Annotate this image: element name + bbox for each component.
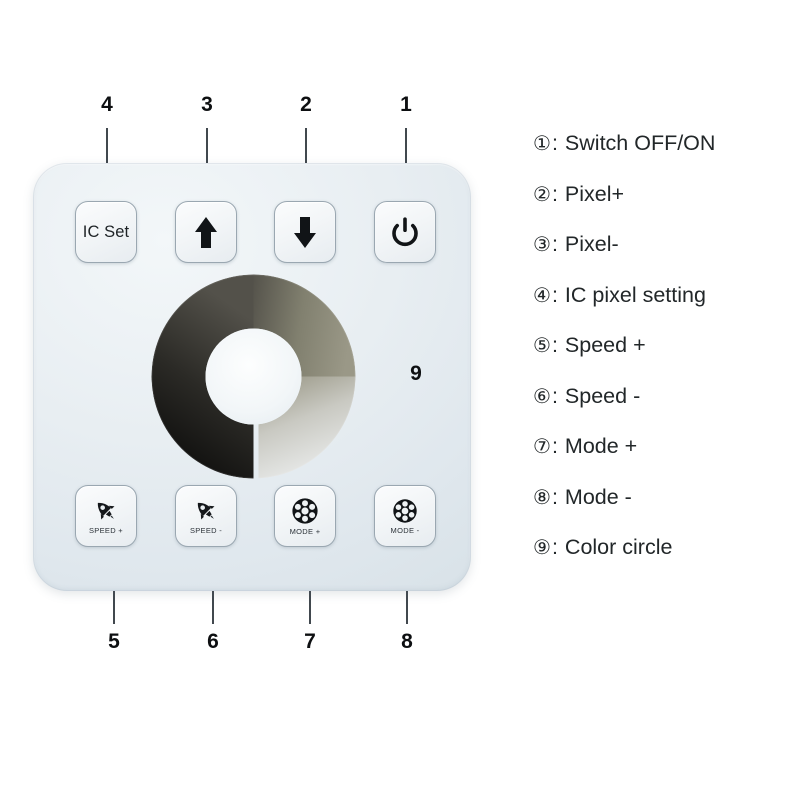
speed-plus-label: SPEED + xyxy=(89,525,123,535)
ring-inner-hole xyxy=(205,328,302,425)
legend-item-9: ⑨ : Color circle xyxy=(533,535,795,586)
legend-list: ① : Switch OFF/ON ② : Pixel+ ③ : Pixel- … xyxy=(533,131,795,586)
legend-text-8: Mode - xyxy=(564,484,632,509)
legend-item-2: ② : Pixel+ xyxy=(533,182,795,233)
mode-plus-label: MODE + xyxy=(289,526,321,536)
legend-text-7: Mode + xyxy=(564,434,638,458)
circled-number-3: ③ xyxy=(533,234,551,256)
callout-3: 3 xyxy=(201,93,213,116)
legend-separator: : xyxy=(551,232,558,256)
legend-separator: : xyxy=(551,333,558,357)
legend-text-6: Speed - xyxy=(564,383,641,408)
pixel-down-button[interactable] xyxy=(274,201,336,263)
legend-text-9: Color circle xyxy=(564,535,673,559)
legend-text-4: IC pixel setting xyxy=(564,282,706,307)
legend-text-2: Pixel+ xyxy=(564,181,625,206)
legend-separator: : xyxy=(551,282,558,307)
callout-1: 1 xyxy=(400,93,412,116)
callout-9: 9 xyxy=(410,362,422,385)
legend-separator: : xyxy=(551,535,558,559)
callout-5: 5 xyxy=(108,630,120,653)
callout-7: 7 xyxy=(304,630,316,653)
mode-minus-label: MODE - xyxy=(390,525,420,535)
speed-minus-button[interactable]: SPEED - xyxy=(175,485,237,547)
arrow-up-icon xyxy=(195,216,217,248)
legend-separator: : xyxy=(551,181,558,206)
mode-plus-button[interactable]: MODE + xyxy=(274,485,336,547)
callout-4: 4 xyxy=(101,93,113,116)
speed-plus-button[interactable]: SPEED + xyxy=(75,485,137,547)
legend-separator: : xyxy=(551,434,558,458)
mode-minus-button[interactable]: MODE - xyxy=(374,485,436,547)
legend-item-1: ① : Switch OFF/ON xyxy=(533,131,795,182)
legend-text-3: Pixel- xyxy=(564,232,619,256)
circled-number-6: ⑥ xyxy=(533,385,551,408)
legend-separator: : xyxy=(551,131,558,155)
circled-number-2: ② xyxy=(533,183,551,206)
legend-item-4: ④ : IC pixel setting xyxy=(533,283,795,334)
color-circle[interactable] xyxy=(150,273,357,480)
legend-text-5: Speed + xyxy=(564,333,646,357)
circled-number-1: ① xyxy=(533,133,551,155)
film-reel-icon xyxy=(292,497,318,524)
power-button[interactable] xyxy=(374,201,436,263)
film-reel-icon xyxy=(393,498,417,523)
legend-separator: : xyxy=(551,383,558,408)
legend-item-8: ⑧ : Mode - xyxy=(533,485,795,536)
legend-separator: : xyxy=(551,484,558,509)
power-icon xyxy=(392,217,418,247)
legend-item-3: ③ : Pixel- xyxy=(533,232,795,283)
speed-minus-label: SPEED - xyxy=(189,525,223,535)
callout-6: 6 xyxy=(207,630,219,653)
circled-number-9: ⑨ xyxy=(533,537,551,559)
circled-number-7: ⑦ xyxy=(533,436,551,458)
circled-number-4: ④ xyxy=(533,284,551,307)
circled-number-8: ⑧ xyxy=(533,486,551,509)
ic-set-label: IC Set xyxy=(82,222,130,241)
legend-item-5: ⑤ : Speed + xyxy=(533,333,795,384)
ic-set-button[interactable]: IC Set xyxy=(75,201,137,263)
rocket-icon xyxy=(97,502,115,519)
callout-8: 8 xyxy=(401,630,413,653)
legend-item-7: ⑦ : Mode + xyxy=(533,434,795,485)
legend-item-6: ⑥ : Speed - xyxy=(533,384,795,435)
rocket-icon xyxy=(197,502,215,519)
circled-number-5: ⑤ xyxy=(533,335,551,357)
callout-2: 2 xyxy=(300,93,312,116)
legend-text-1: Switch OFF/ON xyxy=(564,131,716,155)
controller-panel: IC Set xyxy=(33,163,471,591)
arrow-down-icon xyxy=(294,216,316,248)
color-circle-svg xyxy=(150,273,357,480)
pixel-up-button[interactable] xyxy=(175,201,237,263)
